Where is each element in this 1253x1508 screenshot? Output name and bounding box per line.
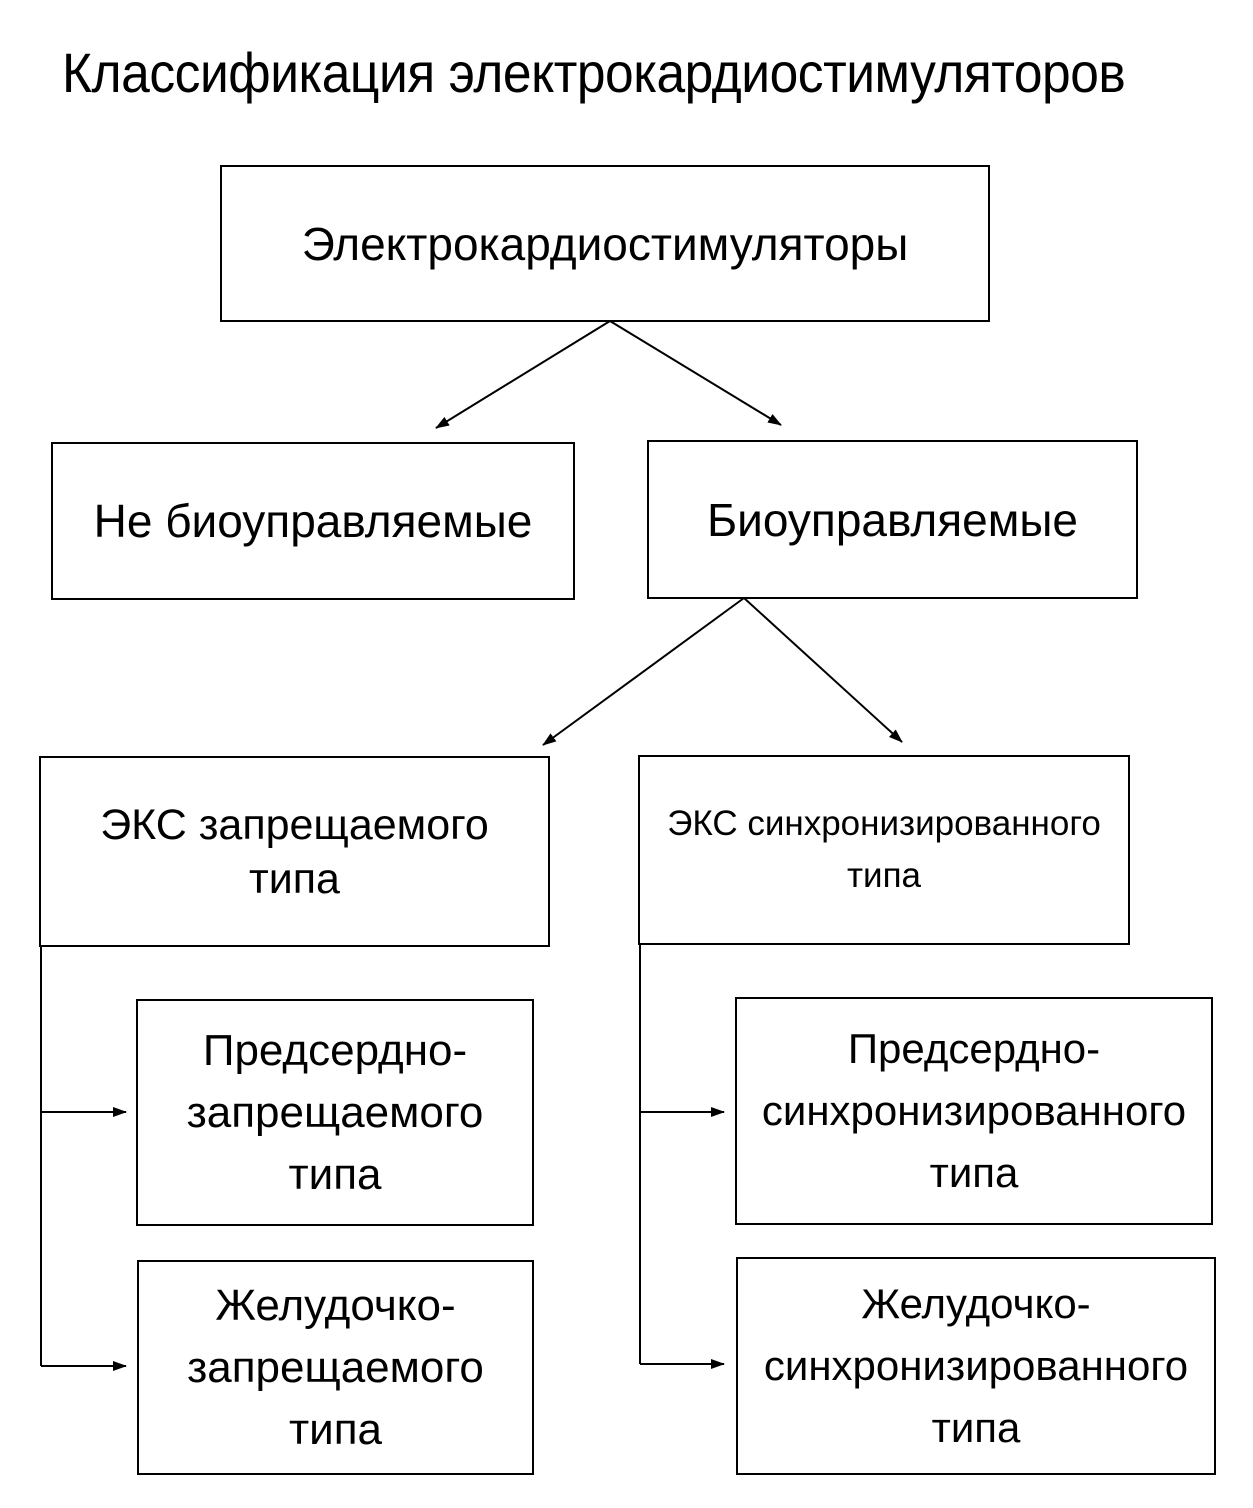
node-atrial-inhibited: Предсердно- запрещаемого типа [136,999,534,1226]
node-inhibited-label: ЭКС запрещаемого типа [100,800,489,903]
node-atrial-synchronized-label: Предсердно- синхронизированного типа [761,1025,1187,1196]
node-ventricular-synchronized: Желудочко- синхронизированного типа [736,1257,1216,1475]
edge-bio-inhibited [542,597,745,746]
node-root-label: Электрокардиостимуляторы [301,217,909,270]
node-inhibited: ЭКС запрещаемого типа [39,756,550,947]
node-synchronized: ЭКС синхронизированного типа [638,755,1130,945]
node-non-bio: Не биоуправляемые [51,442,575,600]
node-root: Электрокардиостимуляторы [220,165,990,322]
edge-bio-synchronized [743,597,903,743]
node-non-bio-label: Не биоуправляемые [93,495,533,547]
node-bio-label: Биоуправляемые [706,493,1078,546]
node-ventricular-inhibited: Желудочко- запрещаемого типа [137,1260,534,1475]
edge-root-non-bio [435,320,611,429]
edge-root-bio [609,320,782,426]
node-atrial-inhibited-label: Предсердно- запрещаемого типа [186,1025,484,1199]
page-title: Классификация электрокардиостимуляторов [62,41,1126,104]
node-ventricular-synchronized-label: Желудочко- синхронизированного типа [763,1280,1189,1451]
node-bio: Биоуправляемые [647,440,1138,599]
node-ventricular-inhibited-label: Желудочко- запрещаемого типа [187,1280,484,1454]
node-atrial-synchronized: Предсердно- синхронизированного типа [735,997,1213,1225]
node-synchronized-label: ЭКС синхронизированного типа [667,804,1101,895]
